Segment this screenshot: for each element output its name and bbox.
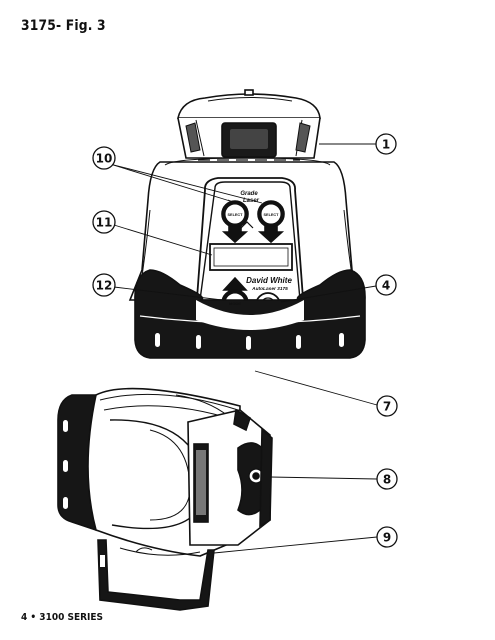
mode-label: MODE [229,301,241,306]
bumper-slots [155,333,344,350]
laser-unit-side [57,387,273,611]
callout-7: 7 [376,395,398,417]
brand-label: David White [246,276,292,285]
laser-label: Laser [243,198,260,204]
laser-unit-front [128,89,366,359]
figure-title: 3175- Fig. 3 [21,18,106,34]
svg-text:7: 7 [383,400,391,414]
base-bumper [97,539,215,611]
svg-text:10: 10 [96,152,113,166]
callout-9: 9 [376,526,398,548]
svg-text:1: 1 [382,138,390,152]
page-number: 4 [21,612,28,623]
select-left-label: SELECT [228,213,244,217]
svg-text:4: 4 [382,279,390,293]
callout-4: 4 [375,274,397,296]
svg-text:11: 11 [96,216,113,230]
svg-text:12: 12 [96,279,113,293]
callout-1: 1 [375,133,397,155]
callout-12: 12 [92,273,116,297]
leader-lines [109,143,378,554]
footer-bullet: • [30,612,37,623]
arrow-down-left-icon [221,225,249,244]
callout-8: 8 [376,468,398,490]
arrow-down-right-icon [257,225,285,244]
callout-11: 11 [92,210,116,234]
svg-text:8: 8 [383,473,391,487]
series-name: 3100 SERIES [39,612,104,623]
model-label: AutoLaser 3175 [251,286,288,292]
page-footer: 4 • 3100 SERIES [21,612,103,623]
grade-label: Grade [240,191,258,197]
rotor-posts [185,122,311,153]
select-right-label: SELECT [264,213,280,217]
callout-10: 10 [92,146,116,170]
bumper-base [134,269,366,359]
svg-text:9: 9 [383,531,391,545]
